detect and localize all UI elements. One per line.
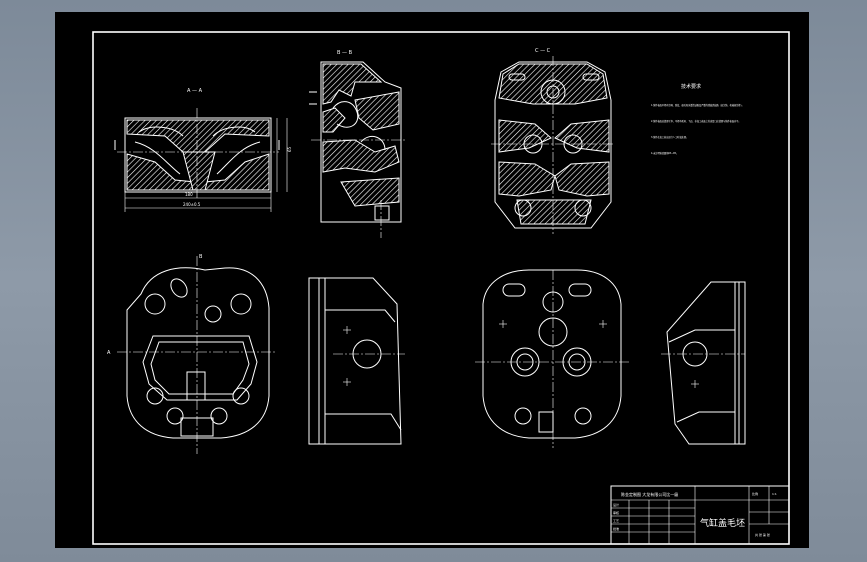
section-label-cc: C — C (535, 48, 551, 54)
dim-total: 240±0.5 (183, 202, 201, 207)
section-view-aa: A — A 180 240±0.5 65 (114, 88, 292, 212)
plan-view-left: A B (107, 254, 277, 454)
dim-height: 65 (287, 146, 292, 152)
scale-value: 1:1 (772, 492, 777, 496)
design-title: 气缸盖毛坯 (700, 517, 745, 529)
title-row-design: 设计 (613, 502, 619, 507)
title-block: 陈金定制图 大龙有限公司比一级 设计 审核 工艺 批准 气缸盖毛坯 比例 1:1… (610, 485, 790, 545)
inner-frame (92, 31, 790, 545)
section-label-aa: A — A (187, 88, 203, 94)
title-row-approve: 批准 (613, 526, 619, 531)
plan-view-right (475, 269, 629, 448)
dim-length: 180 (185, 192, 193, 197)
sheet-label: 共 张 第 张 (755, 532, 770, 537)
title-row-process: 工艺 (613, 518, 619, 523)
tech-req-title: 技术要求 (681, 83, 701, 90)
view-label-a: A (107, 350, 111, 356)
tech-req-line-1: 1.铸件表面不得有冷隔、裂纹、缩孔和穿透性缺陷及严重的残缺类缺陷（如欠铸、机械损… (651, 103, 744, 107)
side-view-right (661, 281, 746, 445)
section-view-bb: B — B (309, 50, 407, 238)
section-view-cc: C — C (491, 48, 615, 234)
drawing-sheet: A — A 180 240±0.5 65 B — B (55, 12, 809, 548)
tech-req-line-3: 3.铸件在加工前应进行人工时效处理。 (651, 135, 688, 139)
scale-label: 比例 (752, 491, 758, 496)
technical-requirements: 技术要求 1.铸件表面不得有冷隔、裂纹、缩孔和穿透性缺陷及严重的残缺类缺陷（如欠… (651, 83, 744, 155)
side-view-middle (308, 277, 405, 445)
title-row-review: 审核 (613, 510, 619, 515)
tech-req-line-2: 2.铸件表面应清理干净，不得有毛刺、飞边、非加工表面上的浇冒口应清理与铸件表面齐… (651, 119, 741, 123)
cad-drawing: A — A 180 240±0.5 65 B — B (92, 31, 790, 545)
view-label-b: B (199, 254, 203, 260)
section-label-bb: B — B (337, 50, 353, 56)
title-left-text: 陈金定制图 大龙有限公司比一级 (621, 491, 678, 497)
tech-req-line-4: 4.未注明铸造圆角R3~R5。 (651, 151, 678, 155)
